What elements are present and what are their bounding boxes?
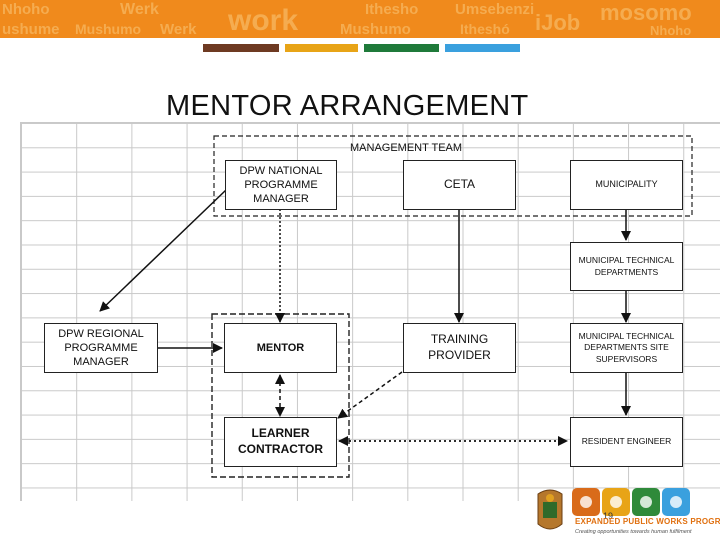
box-label: LEARNER CONTRACTOR xyxy=(237,426,324,456)
footer-logos xyxy=(530,486,720,540)
box-municipal-site-supervisors: MUNICIPAL TECHNICAL DEPARTMENTS SITE SUP… xyxy=(570,323,683,373)
programme-name: EXPANDED PUBLIC WORKS PROGRAMME xyxy=(575,517,720,526)
box-label: MENTOR xyxy=(256,341,305,354)
banner-word: work xyxy=(227,4,298,37)
box-label: MUNICIPALITY xyxy=(595,179,658,190)
box-label: DPW NATIONAL PROGRAMME MANAGER xyxy=(239,164,323,206)
banner-word: Umsebenzi xyxy=(455,1,534,18)
box-training-provider: TRAINING PROVIDER xyxy=(403,323,516,373)
stripe-blue xyxy=(445,44,520,52)
banner-word: Itheshó xyxy=(460,21,510,37)
box-label: TRAINING PROVIDER xyxy=(428,332,491,362)
page-number: 19 xyxy=(603,511,614,521)
management-team-label: MANAGEMENT TEAM xyxy=(350,142,463,154)
banner-word: iJob xyxy=(535,10,580,35)
box-label: MUNICIPAL TECHNICAL DEPARTMENTS xyxy=(578,255,675,277)
box-ceta: CETA xyxy=(403,160,516,210)
banner-word: Nhoho xyxy=(2,1,49,18)
page-title: MENTOR ARRANGEMENT xyxy=(166,90,529,122)
stripe-green xyxy=(364,44,439,52)
box-mentor: MENTOR xyxy=(224,323,337,373)
coat-of-arms-logo xyxy=(537,489,563,530)
stripe-brown xyxy=(203,44,279,52)
banner-word: mosomo xyxy=(600,0,692,25)
programme-tagline: Creating opportunities towards human ful… xyxy=(575,529,692,535)
arrow-national-to-regional xyxy=(99,189,227,312)
box-dpw-national: DPW NATIONAL PROGRAMME MANAGER xyxy=(225,160,337,210)
banner-word: Ithesho xyxy=(365,1,418,18)
box-dpw-regional: DPW REGIONAL PROGRAMME MANAGER xyxy=(44,323,158,373)
box-label: DPW REGIONAL PROGRAMME MANAGER xyxy=(58,327,144,369)
banner-watermark: Nhoho Werk work Ithesho Umsebenzi Mushum… xyxy=(2,0,692,38)
box-municipality: MUNICIPALITY xyxy=(570,160,683,210)
box-learner-contractor: LEARNER CONTRACTOR xyxy=(224,417,337,467)
box-municipal-technical-departments: MUNICIPAL TECHNICAL DEPARTMENTS xyxy=(570,242,683,291)
header-banner: Nhoho Werk work Ithesho Umsebenzi Mushum… xyxy=(0,0,720,38)
banner-word: Mushumo xyxy=(75,21,141,37)
banner-word: Werk xyxy=(160,21,197,38)
box-label: CETA xyxy=(443,177,476,192)
logo-group xyxy=(537,488,690,530)
box-label: MUNICIPAL TECHNICAL DEPARTMENTS SITE SUP… xyxy=(578,331,675,364)
box-label: RESIDENT ENGINEER xyxy=(581,436,672,447)
stripe-yellow xyxy=(285,44,358,52)
epwp-icons-logo xyxy=(572,488,690,516)
color-stripes xyxy=(0,44,720,54)
banner-word: Mushumo xyxy=(340,21,411,38)
arrow-training-to-learner xyxy=(337,371,403,419)
mentor-learner-group xyxy=(211,313,350,478)
box-resident-engineer: RESIDENT ENGINEER xyxy=(570,417,683,467)
banner-word: ushume xyxy=(2,21,60,38)
banner-word: Nhoho xyxy=(650,23,691,38)
banner-word: Werk xyxy=(120,1,159,18)
